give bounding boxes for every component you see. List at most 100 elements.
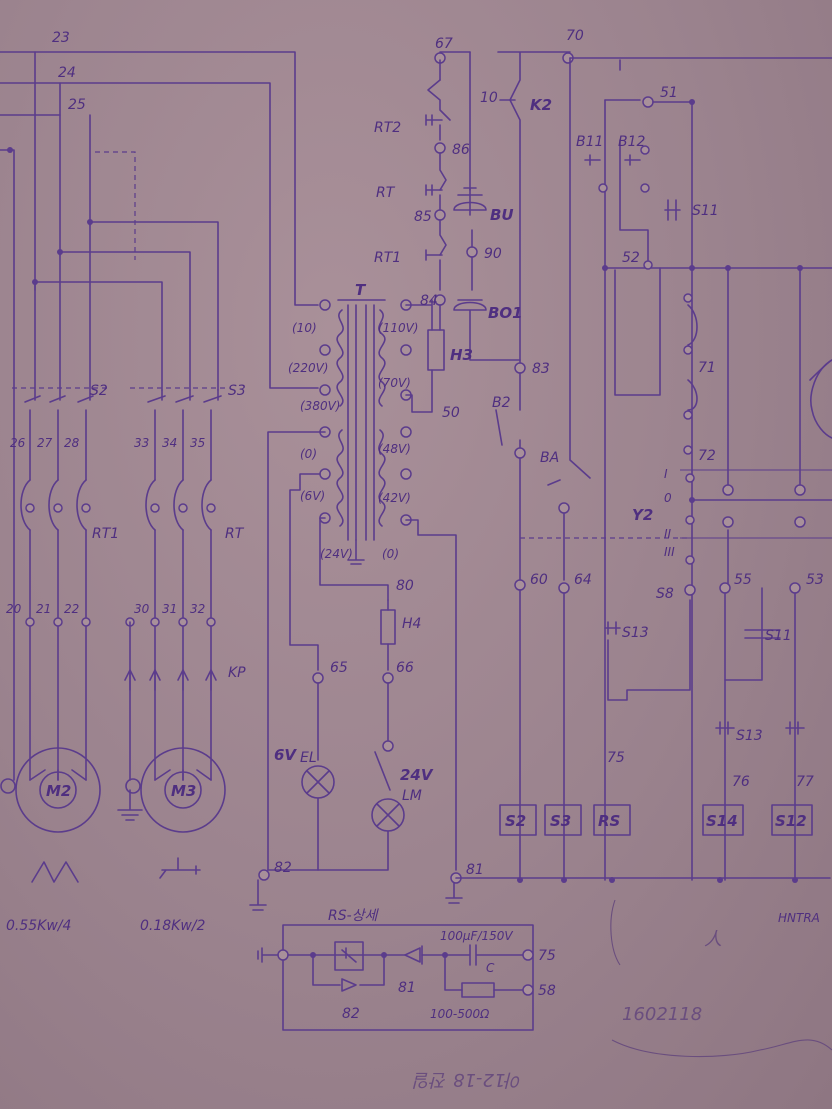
wire-22: 22 bbox=[64, 602, 79, 616]
node-52: 52 bbox=[622, 250, 640, 266]
wire-label-24: 24 bbox=[58, 65, 76, 81]
right-control bbox=[520, 57, 832, 881]
switch-label-s2: S2 bbox=[90, 383, 108, 399]
label-10: 10 bbox=[480, 90, 498, 106]
node-64: 64 bbox=[574, 572, 592, 588]
coil-s2: S2 bbox=[505, 812, 526, 830]
m2-branch bbox=[20, 221, 94, 781]
tap-48v: (48V) bbox=[378, 442, 411, 456]
lamp-el-voltage: 6V bbox=[274, 746, 297, 764]
tap-24v: (24V) bbox=[320, 547, 353, 561]
ba-column bbox=[547, 57, 591, 881]
wire-33: 33 bbox=[134, 436, 149, 450]
switch-ba: BA bbox=[540, 450, 559, 466]
contact-s13-a: S13 bbox=[622, 625, 649, 641]
wire-28: 28 bbox=[64, 436, 80, 450]
node-55: 53 bbox=[806, 572, 824, 588]
node-65: 65 bbox=[330, 660, 348, 676]
switch-b2: B2 bbox=[492, 395, 511, 411]
handwritten-stroke-icon bbox=[611, 1039, 832, 1058]
y2-pos-iii: III bbox=[664, 545, 675, 559]
wire-26: 26 bbox=[10, 436, 26, 450]
button-bo1: BO1 bbox=[488, 304, 523, 322]
node-83: 83 bbox=[532, 361, 550, 377]
m3-branch bbox=[124, 389, 222, 781]
wire-27: 27 bbox=[37, 436, 53, 450]
rs-detail bbox=[257, 924, 534, 1031]
wire-30: 30 bbox=[134, 602, 150, 616]
wire-20: 20 bbox=[6, 602, 22, 616]
node-70: 70 bbox=[566, 28, 584, 44]
motor-m3-label: M3 bbox=[171, 782, 196, 800]
tap-10: (10) bbox=[292, 321, 317, 335]
node-75: 75 bbox=[607, 750, 625, 766]
tap-110v: (110V) bbox=[378, 321, 418, 335]
lamp-section bbox=[249, 599, 831, 911]
contact-k2: K2 bbox=[530, 96, 552, 114]
rs-cap-rating: 100μF/150V bbox=[440, 929, 513, 943]
motor-m2 bbox=[0, 747, 101, 833]
lamp-lm-name: LM bbox=[402, 788, 422, 804]
relay-label-rt: RT bbox=[225, 526, 245, 542]
tap-42v: (42V) bbox=[378, 491, 411, 505]
relay-rt2: RT2 bbox=[374, 120, 401, 136]
node-86: 86 bbox=[452, 142, 470, 158]
node-51: 51 bbox=[660, 85, 678, 101]
node-77: 77 bbox=[796, 774, 814, 790]
wire-32: 32 bbox=[190, 602, 205, 616]
tap-380: (380V) bbox=[300, 399, 340, 413]
rs-node-81: 81 bbox=[398, 980, 416, 996]
rs-node-82: 82 bbox=[342, 1006, 360, 1022]
wire-34: 34 bbox=[162, 436, 177, 450]
button-b12: B12 bbox=[618, 134, 646, 150]
label-kp: KP bbox=[228, 665, 246, 681]
motor-m3-power: 0.18Kw/2 bbox=[140, 918, 206, 934]
motor-m2-power: 0.55Kw/4 bbox=[6, 918, 71, 934]
wire-label-23: 23 bbox=[52, 30, 70, 46]
wire-35: 35 bbox=[190, 436, 205, 450]
coil-row bbox=[499, 804, 813, 883]
coil-s3: S3 bbox=[550, 812, 571, 830]
rs-cap-label: C bbox=[486, 961, 495, 975]
node-84: 84 bbox=[420, 293, 438, 309]
coolant-tap-icon bbox=[159, 857, 201, 879]
node-71: 71 bbox=[698, 360, 716, 376]
tap-70v: (70V) bbox=[378, 376, 411, 390]
partial-motor-edge bbox=[810, 359, 832, 439]
footer-handwriting: 아12-18 잔일 bbox=[413, 1069, 522, 1090]
switch-label-s3: S3 bbox=[228, 383, 246, 399]
y2-pos-i: I bbox=[664, 467, 668, 481]
bracket-mark-icon bbox=[610, 899, 621, 966]
rs-node-75: 75 bbox=[538, 948, 556, 964]
node-50: 50 bbox=[442, 405, 460, 421]
note-hntra: HNTRA bbox=[778, 911, 820, 925]
contact-s11-top: S11 bbox=[692, 203, 719, 219]
wire-21: 21 bbox=[36, 602, 51, 616]
tap-0-sec: (0) bbox=[382, 547, 399, 561]
rs-node-58: 58 bbox=[538, 983, 556, 999]
y2-pos-ii: II bbox=[664, 527, 672, 541]
button-b11: B11 bbox=[576, 134, 603, 150]
contact-s13-b: S13 bbox=[736, 728, 763, 744]
transformer-label: T bbox=[355, 281, 367, 299]
handwritten-number: 1602118 bbox=[622, 1004, 702, 1025]
wire-31: 31 bbox=[162, 602, 177, 616]
top-wire-bus bbox=[0, 51, 319, 781]
relay-rt1: RT1 bbox=[374, 250, 401, 266]
node-81: 81 bbox=[466, 862, 484, 878]
contact-s11: S11 bbox=[765, 628, 792, 644]
node-66: 66 bbox=[396, 660, 414, 676]
node-90: 90 bbox=[484, 246, 502, 262]
tap-6v: (6V) bbox=[300, 489, 325, 503]
node-76: 76 bbox=[732, 774, 750, 790]
pump-symbol-icon bbox=[31, 861, 79, 883]
tap-220: (220V) bbox=[288, 361, 328, 375]
rs-detail-title: RS-상세 bbox=[328, 908, 380, 924]
wire-label-25: 25 bbox=[68, 97, 86, 113]
y2-pos-0: 0 bbox=[664, 491, 672, 505]
coil-rs: RS bbox=[598, 812, 620, 830]
node-85: 85 bbox=[414, 209, 432, 225]
control-chain bbox=[425, 51, 571, 881]
